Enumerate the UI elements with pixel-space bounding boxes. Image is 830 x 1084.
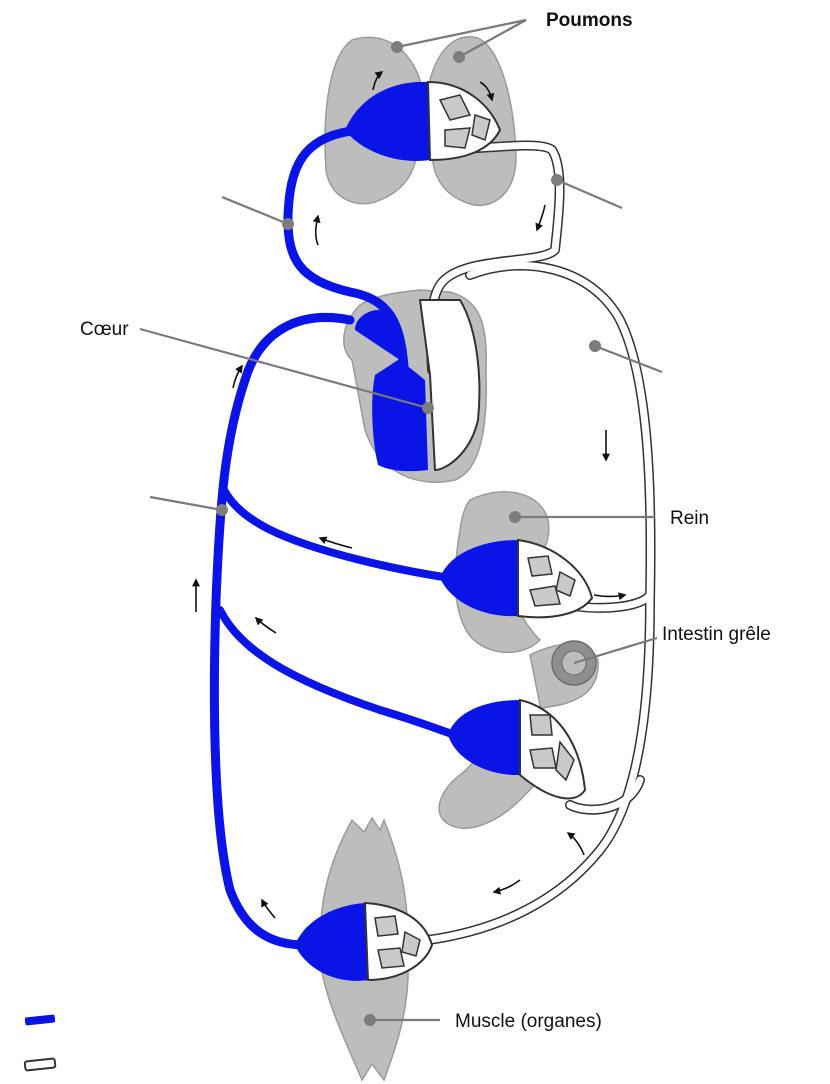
deoxygenated-vessels [214, 130, 455, 945]
label-lungs: Poumons [546, 10, 633, 31]
label-kidney: Rein [670, 508, 709, 529]
legend [25, 1014, 56, 1070]
muscle-capillaries [295, 903, 432, 981]
legend-swatch-oxygenated [25, 1058, 56, 1070]
label-small-intestine: Intestin grêle [662, 624, 771, 645]
legend-swatch-deoxygenated [25, 1014, 56, 1025]
label-heart: Cœur [80, 319, 129, 340]
label-muscle: Muscle (organes) [455, 1011, 602, 1032]
